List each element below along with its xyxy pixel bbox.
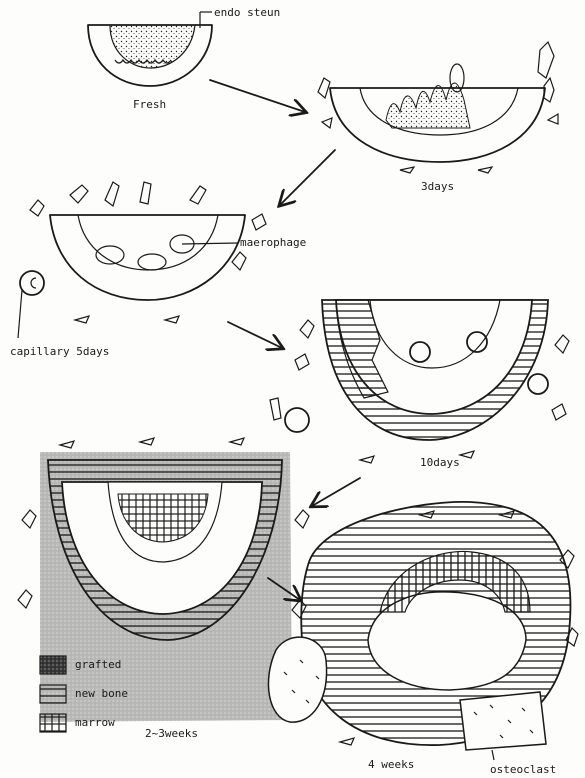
stage-5days: maerophage capillary 5days [10,182,306,358]
capillary [20,271,44,295]
5days-cell [140,182,151,204]
2-3weeks-cell [230,438,244,445]
label-3days: 3days [421,180,454,193]
arrow-10days-to-2-3weeks [312,478,360,506]
stage-4weeks: 4 weeks osteoclast [268,502,578,776]
label-endosteum: endo steun [214,6,280,19]
10days-cell [460,451,474,458]
capillary-pointer [18,290,22,338]
2-3weeks-cell [140,438,154,445]
stage-fresh: endo steun Fresh [88,6,280,111]
arrow-3days-to-5days [280,150,335,205]
legend-swatch-marrow [40,714,66,732]
label-osteoclast: osteoclast [490,763,556,776]
stage-10days: 10days [270,300,569,469]
2-3weeks-cell [60,441,74,448]
3days-cell [400,167,414,173]
legend-label-new-bone: new bone [75,687,128,700]
2-3weeks-cell [22,510,36,528]
4weeks-cell [340,738,354,745]
3days-cell [322,118,332,128]
macrophage-cell [96,246,124,264]
10days-cell [295,354,309,370]
3days-cell [538,42,554,78]
legend-swatch-grafted [40,656,66,674]
capillary [528,374,548,394]
5days-bone-inner [78,215,218,270]
4weeks-graft-fragment [268,637,326,722]
5days-cell [232,252,246,270]
capillary [285,408,309,432]
3days-cell [548,114,558,124]
macrophage-pointer [182,243,238,244]
5days-cell [190,186,206,204]
osteoclast-pointer [492,750,494,760]
arrow-fresh-to-3days [210,80,305,112]
legend-label-grafted: grafted [75,658,121,671]
3days-cell [318,78,330,98]
label-macrophage: maerophage [240,236,306,249]
3days-marrow [386,83,470,128]
5days-cell [75,316,89,323]
10days-cell [555,335,569,353]
3days-cell [478,167,492,173]
5days-bone-outer [50,215,245,300]
capillary-lumen [31,278,36,288]
macrophage-cell [138,254,166,270]
5days-cell [165,316,179,323]
2-3weeks-cell [18,590,32,608]
10days-cell [270,398,281,420]
label-capillary: capillary 5days [10,345,109,358]
legend-label-marrow: marrow [75,716,115,729]
fresh-marrow [110,25,195,68]
10days-cell [360,456,374,463]
osteoclast-cell [460,692,546,750]
10days-cell [300,320,314,338]
arrow-5days-to-10days [228,322,282,348]
5days-cell [252,214,266,230]
label-10days: 10days [420,456,460,469]
label-2-3weeks: 2~3weeks [145,727,198,740]
label-fresh: Fresh [133,98,166,111]
5days-cell [30,200,44,216]
legend-swatch-new-bone [40,685,66,703]
5days-cell [70,185,88,203]
label-4weeks: 4 weeks [368,758,414,771]
5days-cell [105,182,119,206]
10days-cell [552,404,566,420]
stage-3days: 3days [318,42,558,193]
2-3weeks-cell [295,510,309,528]
